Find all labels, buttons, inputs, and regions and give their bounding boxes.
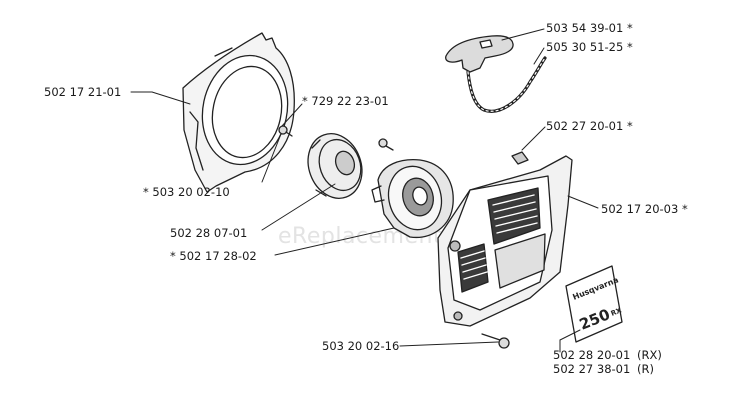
spring-cassette-part [371,159,454,239]
part-label-screw-bottom: 503 20 02-16 [322,339,400,353]
part-label-decal-rx: 502 28 20-01 [553,348,631,362]
leader-lines [130,28,599,353]
part-label-decal-r-tag: (R) [637,362,654,376]
rope-part [466,56,547,113]
part-label-washer: 502 27 20-01 * [546,119,633,133]
part-label-decal-rx-tag: (RX) [637,348,662,362]
part-label-spring-cassette: * 502 17 28-02 [170,249,257,263]
decal-suffix: RX [610,306,624,318]
handle-part [445,35,514,73]
decal-part [565,265,623,343]
screw-icon [481,333,510,349]
starter-cover-part [437,155,573,327]
pulley-part [307,133,363,199]
part-label-shroud: 502 17 21-01 [44,85,122,99]
part-label-screw-top: * 729 22 23-01 [302,94,389,108]
part-label-handle: 503 54 39-01 * [546,21,633,35]
part-label-rope: 505 30 51-25 * [546,40,633,54]
screw-icon [378,138,394,151]
part-label-pulley: 502 28 07-01 [170,226,248,240]
part-label-starter-cover: 502 17 20-03 * [601,202,688,216]
washer-part [511,151,529,165]
screw-icon [278,125,293,137]
part-label-decal-r: 502 27 38-01 [553,362,631,376]
part-label-screw-left: * 503 20 02-10 [143,185,230,199]
shroud-part [182,32,295,193]
